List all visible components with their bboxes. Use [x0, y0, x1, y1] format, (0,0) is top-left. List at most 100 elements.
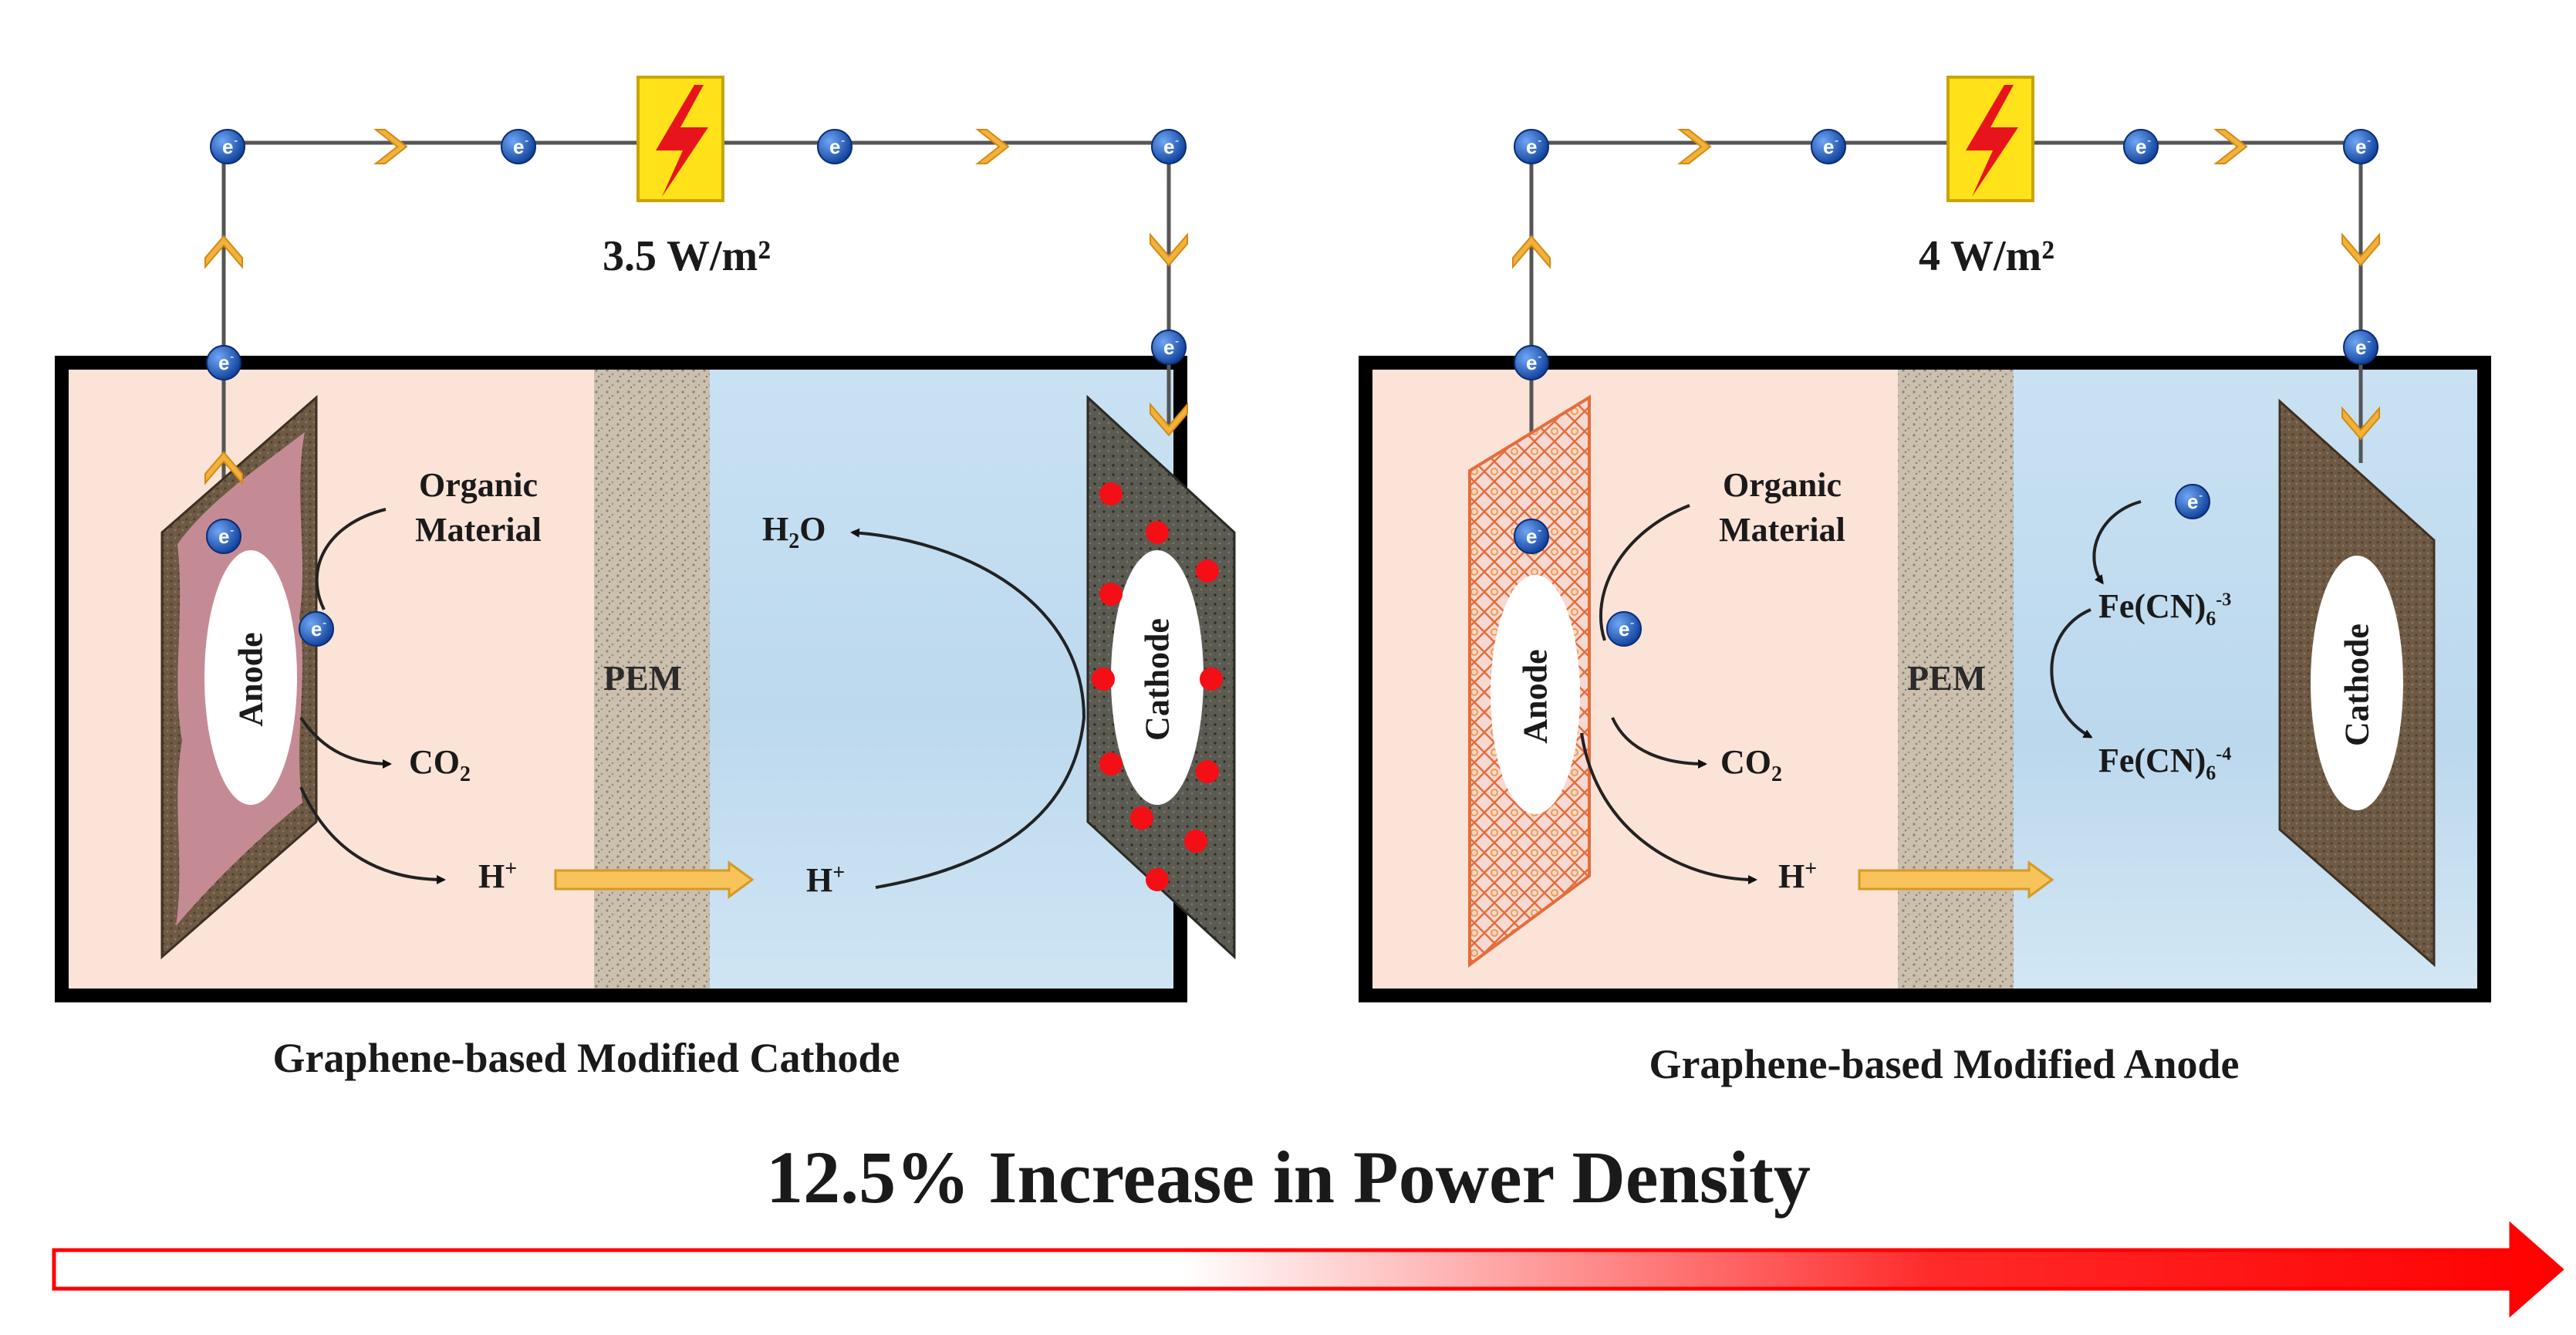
left-cathode-label: Cathode [1138, 618, 1177, 741]
svg-text:-: - [1630, 617, 1634, 630]
svg-text:e: e [222, 135, 233, 158]
chevron-icon [2213, 129, 2248, 164]
chevron-icon [975, 129, 1010, 164]
chevron-icon [373, 129, 408, 164]
chevron-icon [2341, 232, 2380, 267]
electron-icon: e- [299, 611, 334, 647]
right-co2-arrow [1611, 717, 1707, 769]
electron-icon: e- [1151, 330, 1187, 365]
svg-text:e: e [2135, 135, 2146, 158]
electron-icon: e- [1514, 129, 1549, 164]
chevron-icon [2341, 406, 2380, 441]
right-organic-line2: Material [1719, 511, 1845, 549]
svg-text:e: e [218, 525, 229, 548]
svg-text:e: e [513, 135, 524, 158]
svg-text:-: - [1538, 134, 1541, 147]
svg-text:-: - [841, 134, 845, 147]
left-organic-arrow [315, 508, 387, 610]
right-caption: Graphene-based Modified Anode [1649, 1041, 2240, 1087]
right-cell-frame [1359, 356, 2491, 1002]
electron-icon: e- [2343, 129, 2378, 164]
right-cathode-window [2311, 556, 2403, 810]
svg-text:-: - [322, 617, 326, 630]
right-fe-reduction-arrow [2050, 608, 2093, 738]
svg-text:-: - [1835, 134, 1838, 147]
left-hplus-label-1: H+ [478, 857, 518, 895]
svg-text:e: e [829, 135, 840, 158]
right-organic-label: Organic Material [1693, 463, 1871, 553]
electron-icon: e- [210, 129, 245, 164]
left-anode-window [204, 550, 297, 805]
left-panel [55, 76, 1236, 1002]
right-anode-chamber [1366, 363, 1898, 995]
svg-text:-: - [230, 350, 234, 363]
left-organic-line1: Organic [419, 466, 538, 504]
svg-text:e: e [1823, 135, 1834, 158]
left-pem-label: PEM [603, 658, 683, 698]
svg-text:e: e [2355, 135, 2366, 158]
electron-icon: e- [2343, 330, 2378, 365]
left-anode-chamber [62, 363, 594, 995]
headline: 12.5% Increase in Power Density [766, 1136, 1811, 1218]
right-fe-reduced-label: Fe(CN)6-4 [2098, 742, 2232, 784]
left-h2o-label: H2O [762, 510, 826, 553]
svg-text:-: - [230, 524, 234, 537]
svg-text:e: e [1526, 351, 1537, 374]
right-anode-label: Anode [1516, 649, 1555, 744]
left-hplus-label-2: H+ [806, 860, 846, 899]
electron-icon: e- [501, 129, 536, 164]
right-anode-window [1491, 575, 1580, 814]
svg-text:e: e [1619, 617, 1629, 640]
left-organic-line2: Material [415, 511, 542, 549]
left-caption: Graphene-based Modified Cathode [272, 1035, 900, 1081]
svg-text:-: - [2199, 489, 2203, 502]
gradient-arrow [52, 1221, 2564, 1318]
svg-text:-: - [2147, 134, 2151, 147]
electron-icon: e- [206, 519, 241, 554]
left-co2-label: CO2 [409, 743, 471, 786]
electron-markers: e-e-e-e-e-e-e-e-e-e-e-e-e-e-e-e-e- [206, 129, 2378, 647]
right-organic-line1: Organic [1723, 466, 1842, 504]
electron-icon: e- [1514, 519, 1549, 554]
electron-icon: e- [206, 345, 241, 380]
left-hplus-arrow [299, 786, 446, 884]
left-organic-label: Organic Material [390, 463, 567, 553]
svg-text:e: e [2355, 336, 2366, 359]
chevron-icon [1150, 232, 1188, 267]
left-cathode-catalyst-dots [1092, 482, 1223, 891]
svg-text:-: - [1538, 524, 1541, 537]
chevron-icon [1150, 402, 1188, 437]
right-power-density: 4 W/m² [1919, 232, 2054, 280]
svg-text:-: - [1175, 335, 1179, 348]
left-power-density: 3.5 W/m² [603, 232, 771, 280]
svg-text:-: - [2367, 134, 2371, 147]
left-co2-arrow [299, 716, 392, 769]
left-lightning-icon [656, 85, 708, 197]
svg-text:-: - [525, 134, 528, 147]
svg-text:e: e [311, 617, 322, 640]
right-fe-oxidized-label: Fe(CN)6-3 [2098, 587, 2232, 630]
right-circuit-wire [1529, 140, 2363, 363]
svg-text:e: e [2187, 490, 2198, 513]
electron-icon: e- [1514, 345, 1549, 380]
left-proton-flow-arrow [554, 860, 755, 899]
chevron-icon [1512, 235, 1551, 269]
electron-icon: e- [1811, 129, 1846, 164]
left-anode-label: Anode [231, 632, 270, 727]
svg-text:e: e [1163, 135, 1174, 158]
right-co2-label: CO2 [1720, 743, 1782, 786]
electron-icon: e- [1606, 611, 1642, 647]
svg-text:-: - [1175, 134, 1179, 147]
right-pem-label: PEM [1907, 658, 1987, 698]
electron-icon: e- [1151, 129, 1187, 164]
right-proton-flow-arrow [1858, 860, 2054, 899]
svg-text:e: e [1526, 135, 1537, 158]
right-organic-arrow [1599, 504, 1690, 641]
right-cathode-label: Cathode [2338, 624, 2376, 746]
svg-text:e: e [1163, 336, 1174, 359]
electron-icon: e- [817, 129, 852, 164]
electron-icon: e- [2123, 129, 2159, 164]
svg-text:e: e [218, 351, 229, 374]
